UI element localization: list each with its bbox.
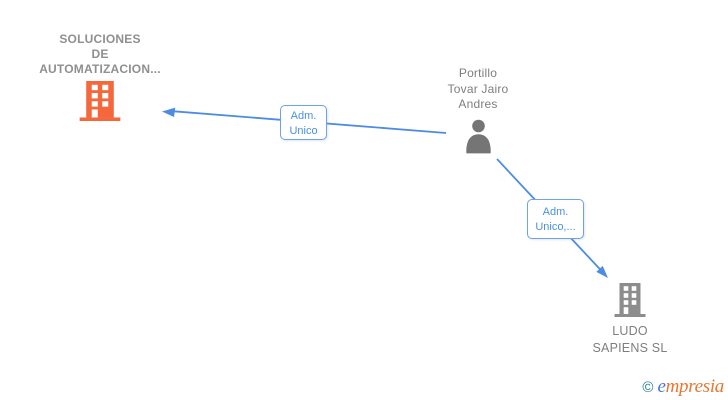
person-name-line1: Portillo [458,66,498,80]
edge-label-adm-unico-etc-line1: Adm. [542,206,569,218]
node-company-soluciones[interactable]: SOLUCIONES DE AUTOMATIZACION... [17,32,183,121]
copyright-icon: © [642,378,654,396]
company-a-name: SOLUCIONES DE AUTOMATIZACION... [17,32,183,77]
person-name: Portillo Tovar Jairo Andres [413,66,543,113]
edge-arrowheads [162,107,608,278]
empresia-logo-initial: e [657,376,666,397]
company-a-name-line1: SOLUCIONES [59,32,141,46]
building-icon [614,283,646,317]
person-name-line2: Tovar Jairo [447,81,509,96]
empresia-logo-text: empresia [657,376,724,398]
empresia-logo-rest: mpresia [665,376,725,397]
edge-label-adm-unico-etc[interactable]: Adm. Unico,... [527,199,584,239]
edge-label-adm-unico[interactable]: Adm. Unico [280,105,327,140]
building-icon [79,81,121,121]
person-name-line3: Andres [458,97,498,111]
empresia-watermark: © empresia [642,376,724,398]
edge-label-adm-unico-line2: Unico [289,124,318,137]
edge-label-adm-unico-etc-line2: Unico,... [535,220,576,233]
edge-label-adm-unico-line1: Adm. [290,110,317,122]
arrowhead-to-company-b [596,265,608,278]
company-b-name-line2: SAPIENS SL [592,340,668,355]
company-b-name-line1: LUDO [612,324,648,338]
company-a-name-line2: DE [91,47,109,61]
person-icon [465,119,491,153]
company-b-name: LUDO SAPIENS SL [565,323,695,356]
company-a-name-line3: AUTOMATIZACION... [39,62,161,76]
arrowhead-to-company-a [162,107,176,117]
node-company-ludo-sapiens[interactable]: LUDO SAPIENS SL [565,283,695,356]
node-person-portillo[interactable]: Portillo Tovar Jairo Andres [413,66,543,155]
